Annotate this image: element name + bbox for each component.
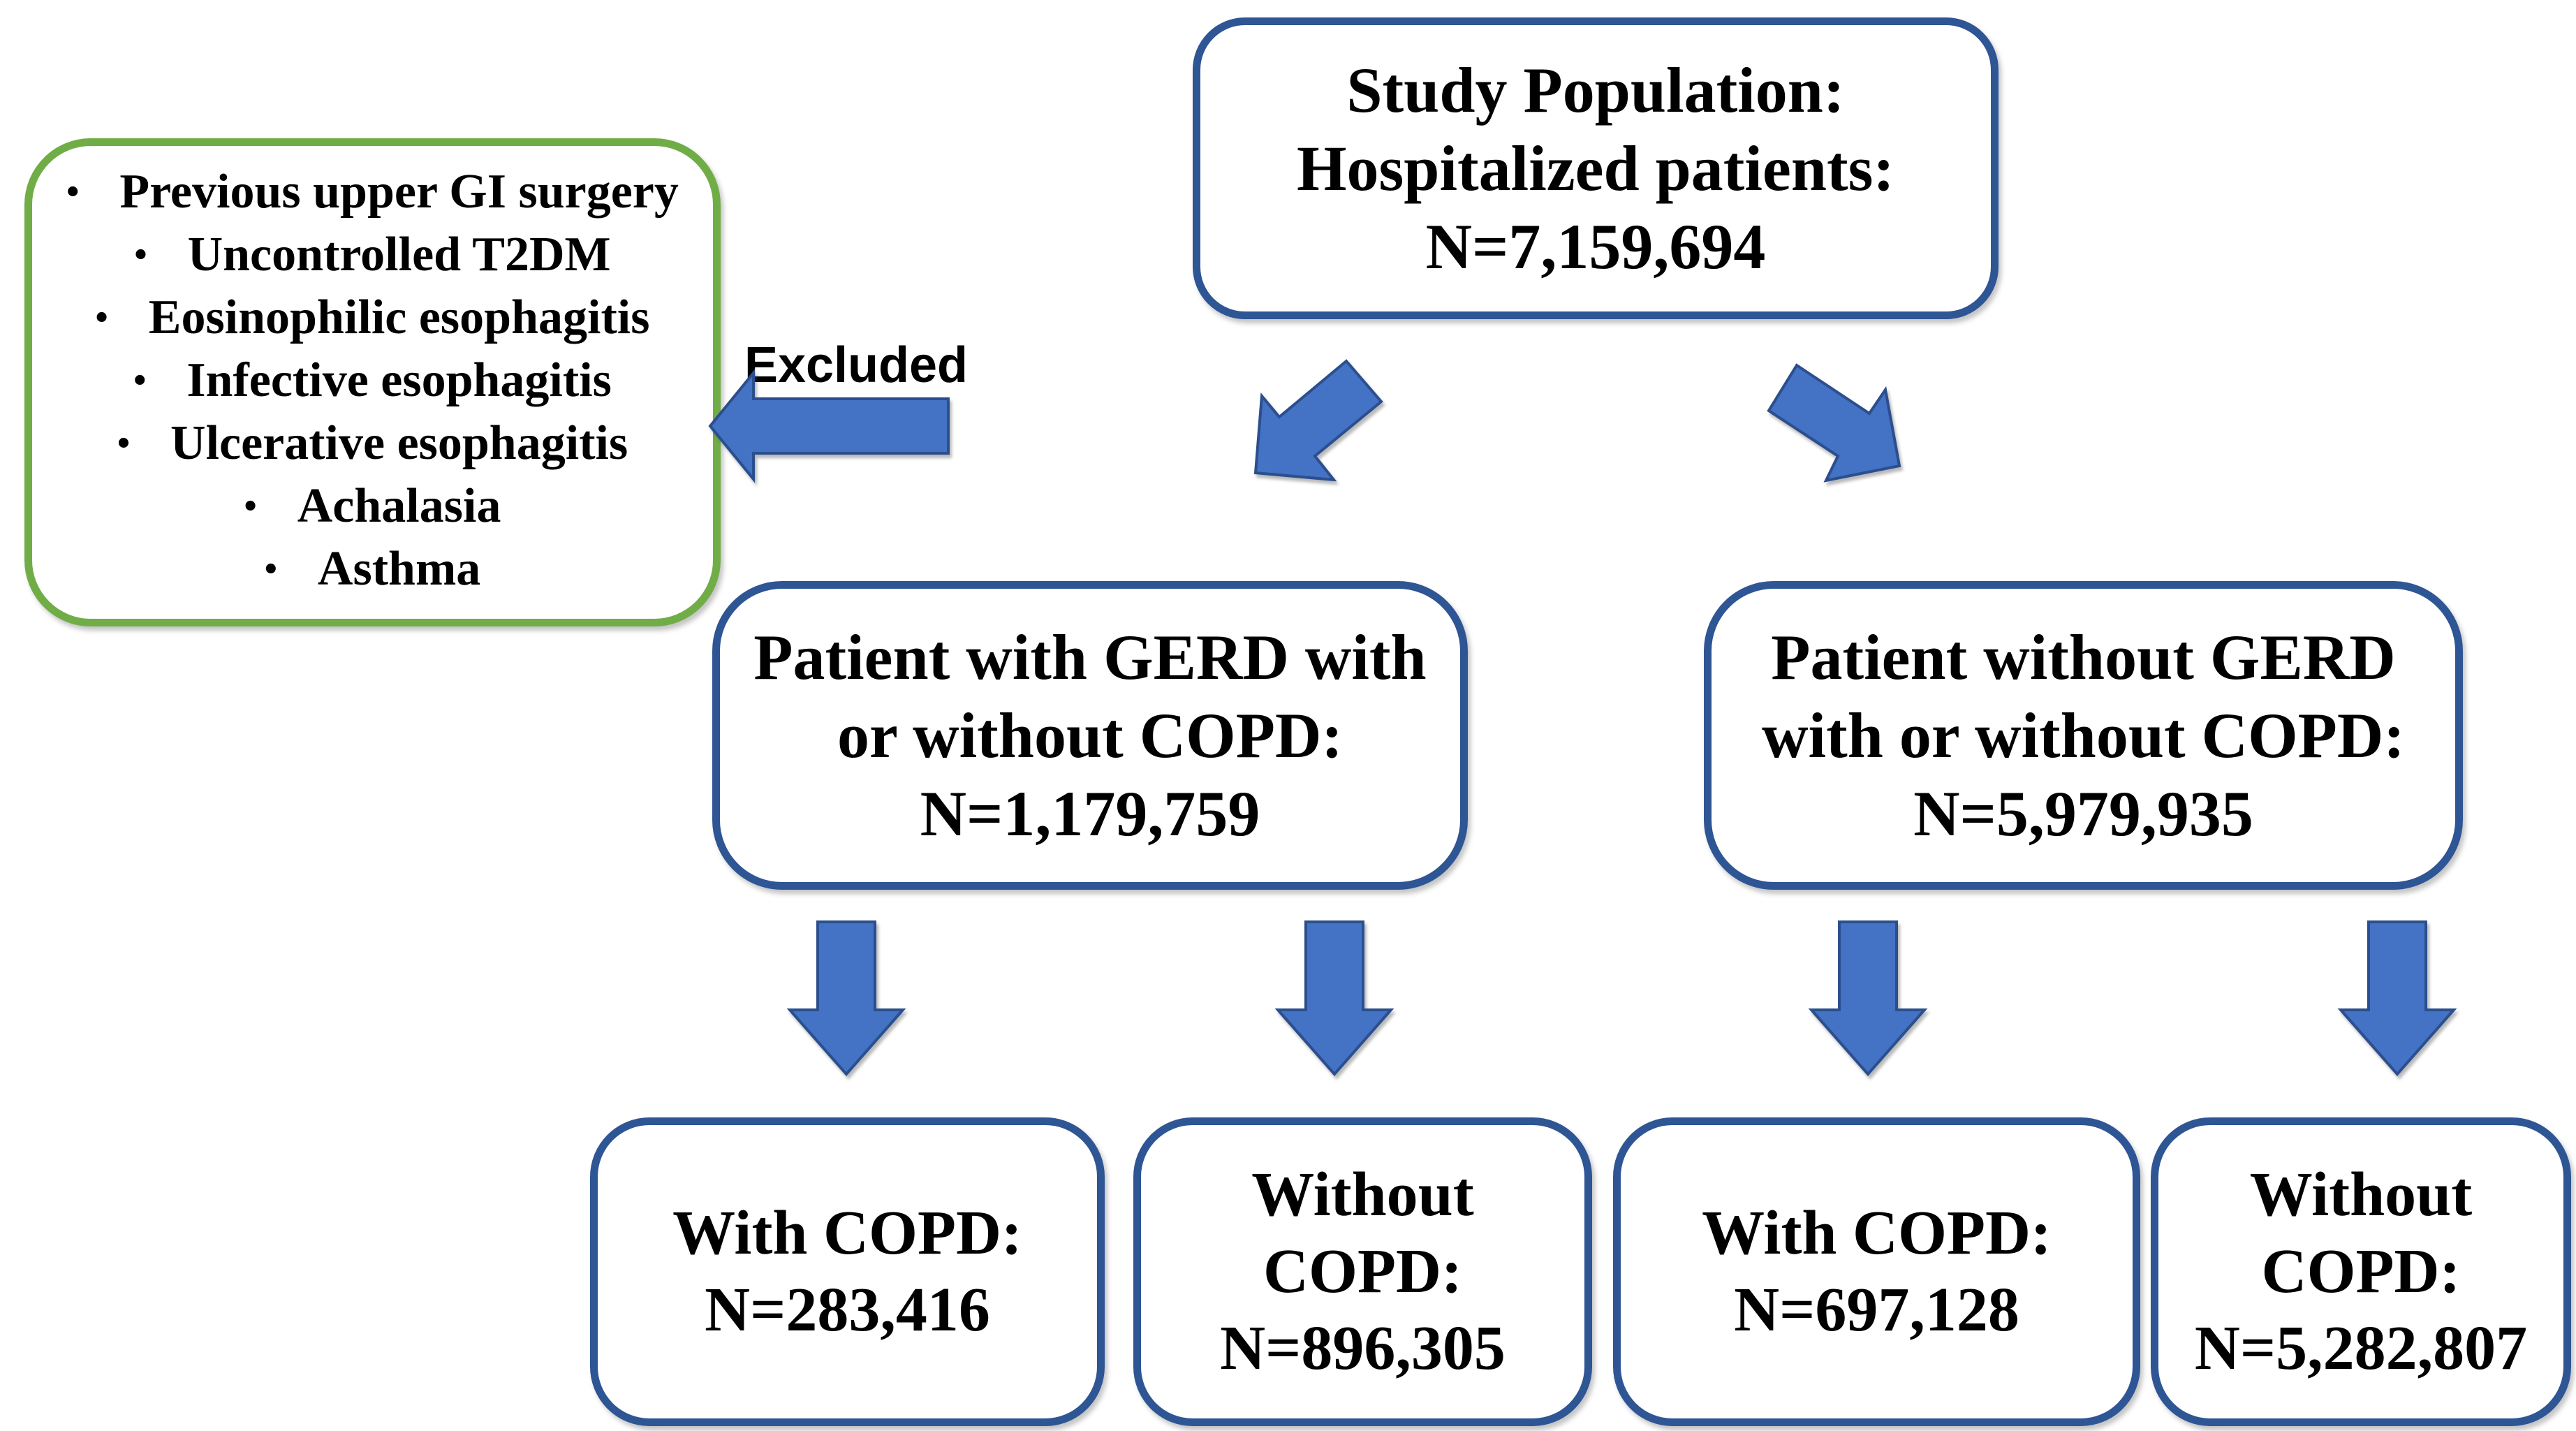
no-gerd-without-copd-label-2: COPD:: [2261, 1237, 2461, 1306]
study-population-line-2: Hospitalized patients:: [1296, 133, 1895, 204]
excluded-label: Excluded: [744, 337, 969, 393]
down-arrow-icon: [1808, 920, 1928, 1077]
bullet-icon: •: [117, 423, 131, 463]
gerd-with-copd-count: N=283,416: [705, 1275, 990, 1344]
study-population-box: Study Population: Hospitalized patients:…: [1193, 17, 1999, 319]
exclusion-item: • Previous upper GI surgery: [66, 163, 679, 226]
exclusion-item-label: Uncontrolled T2DM: [187, 227, 611, 281]
study-population-count: N=7,159,694: [1425, 211, 1766, 282]
no-gerd-without-copd-count: N=5,282,807: [2194, 1314, 2528, 1383]
exclusion-item-label: Infective esophagitis: [186, 353, 612, 407]
no-gerd-with-copd-label: With COPD:: [1702, 1198, 2052, 1268]
bullet-icon: •: [264, 548, 277, 589]
down-arrow-icon: [786, 920, 906, 1077]
exclusion-item: • Achalasia: [244, 477, 501, 540]
exclusion-criteria-box: • Previous upper GI surgery • Uncontroll…: [24, 138, 721, 626]
gerd-line-1: Patient with GERD with: [753, 622, 1427, 693]
arrow-down-left-icon: [1253, 359, 1383, 482]
no-gerd-with-copd-count: N=697,128: [1734, 1275, 2019, 1344]
bullet-icon: •: [66, 171, 80, 212]
gerd-box: Patient with GERD with or without COPD: …: [712, 581, 1468, 890]
no-gerd-with-copd-box: With COPD: N=697,128: [1613, 1117, 2140, 1426]
exclusion-item-label: Achalasia: [297, 478, 501, 533]
gerd-without-copd-box: Without COPD: N=896,305: [1133, 1117, 1592, 1426]
gerd-without-copd-label-2: COPD:: [1263, 1237, 1462, 1306]
exclusion-item-label: Eosinophilic esophagitis: [148, 290, 650, 344]
gerd-count: N=1,179,759: [920, 778, 1260, 849]
bullet-icon: •: [133, 360, 147, 400]
study-population-line-1: Study Population:: [1346, 54, 1845, 126]
exclusion-item-label: Previous upper GI surgery: [119, 164, 679, 219]
gerd-without-copd-count: N=896,305: [1220, 1314, 1506, 1383]
bullet-icon: •: [244, 485, 257, 526]
exclusion-item: • Ulcerative esophagitis: [117, 414, 628, 477]
exclusion-item: • Infective esophagitis: [133, 351, 612, 414]
exclusion-item-label: Asthma: [317, 541, 481, 596]
exclusion-item: • Eosinophilic esophagitis: [96, 288, 650, 351]
gerd-with-copd-label: With COPD:: [672, 1198, 1022, 1268]
no-gerd-count: N=5,979,935: [1913, 778, 2253, 849]
gerd-line-2: or without COPD:: [837, 700, 1344, 771]
no-gerd-line-2: with or without COPD:: [1762, 700, 2405, 771]
exclusion-item-label: Ulcerative esophagitis: [170, 416, 628, 470]
no-gerd-line-1: Patient without GERD: [1771, 622, 2396, 693]
no-gerd-without-copd-box: Without COPD: N=5,282,807: [2151, 1117, 2571, 1426]
bullet-icon: •: [134, 234, 147, 274]
gerd-without-copd-label-1: Without: [1251, 1160, 1474, 1229]
no-gerd-box: Patient without GERD with or without COP…: [1704, 581, 2463, 890]
down-arrow-icon: [1274, 920, 1394, 1077]
arrow-down-right-icon: [1767, 363, 1901, 483]
bullet-icon: •: [95, 297, 108, 337]
exclusion-item: • Uncontrolled T2DM: [134, 226, 610, 288]
no-gerd-without-copd-label-1: Without: [2249, 1160, 2473, 1229]
excluded-left-arrow-icon: [708, 369, 950, 483]
exclusion-item: • Asthma: [265, 540, 481, 603]
down-arrow-icon: [2337, 920, 2457, 1077]
gerd-with-copd-box: With COPD: N=283,416: [590, 1117, 1105, 1426]
